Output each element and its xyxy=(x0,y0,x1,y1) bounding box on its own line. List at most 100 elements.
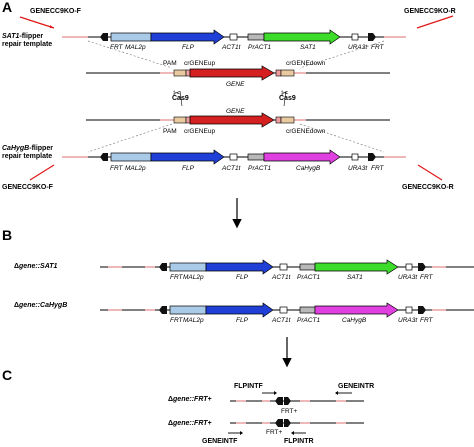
genomic-locus-1 xyxy=(86,65,390,81)
cas9-cut-left: ✂ xyxy=(173,89,183,107)
label-frt: FRT xyxy=(110,44,124,51)
label-pract1: PrACT1 xyxy=(297,317,321,324)
dgene-sat1-locus xyxy=(100,259,474,275)
label-crgenedown-2: crGENEdown xyxy=(286,128,326,135)
label-mal2p: MAL2p xyxy=(125,165,146,172)
ura3t-block xyxy=(405,306,413,314)
scissors-icon: ✂ xyxy=(281,89,289,99)
frt-site xyxy=(368,153,376,161)
act1t-block xyxy=(229,33,238,41)
frt-site xyxy=(100,33,108,41)
primer-label-ko-f-bottom: GENECC9KO-F xyxy=(2,184,54,191)
label-crgeneup-2: crGENEup xyxy=(184,128,215,135)
label-act1t: ACT1t xyxy=(271,274,292,281)
ura3t-block xyxy=(405,263,413,271)
sat1-flipper-construct xyxy=(62,29,406,45)
ura3t-block xyxy=(351,33,359,41)
mal2p-block xyxy=(169,305,207,315)
label-flp: FLP xyxy=(236,274,249,281)
label-flp: FLP xyxy=(182,44,195,51)
gene-arrow xyxy=(189,65,275,81)
frt-site xyxy=(418,263,426,271)
label-cahygb: CaHygB xyxy=(296,165,321,172)
frt-site xyxy=(275,419,283,427)
label-act1t: ACT1t xyxy=(221,44,242,51)
cahygb-arrow xyxy=(314,302,399,318)
primer-genecc9ko-f-top xyxy=(19,16,55,29)
panel-label-c: C xyxy=(2,367,12,383)
dgene-frt-locus-1 xyxy=(230,391,364,405)
primer-label-geneintf: GENEINTF xyxy=(202,438,238,445)
strain-label-b1: Δgene::SAT1 xyxy=(14,263,58,270)
cahygb-template-label: CaHygB-flipper xyxy=(2,145,53,152)
frt-site xyxy=(284,419,291,427)
label-flp: FLP xyxy=(236,317,249,324)
cahygb-flipper-construct xyxy=(62,149,406,165)
act1t-block xyxy=(229,153,238,161)
act1t-block xyxy=(279,263,288,271)
label-crgenedown-1: crGENEdown xyxy=(286,60,326,67)
label-mal2p: MAL2p xyxy=(183,274,204,281)
label-mal2p: MAL2p xyxy=(125,44,146,51)
pract1-block xyxy=(247,153,265,161)
act1t-block xyxy=(279,306,288,314)
label-pam-1: PAM xyxy=(163,60,177,67)
label-frt-plus-2: FRT+ xyxy=(266,429,283,436)
label-frt-right: FRT xyxy=(371,165,385,172)
strain-label-b2: Δgene::CaHygB xyxy=(14,302,67,309)
label-frt-right: FRT xyxy=(371,44,385,51)
primer-genecc9ko-f-bottom xyxy=(29,164,55,181)
dgene-frt-locus-2 xyxy=(228,419,364,435)
cas9-cut-right: ✂ xyxy=(281,89,289,107)
frt-site xyxy=(275,397,283,405)
pract1-block xyxy=(299,263,316,271)
label-gene-2: GENE xyxy=(226,108,245,115)
primer-label-ko-r-bottom: GENECC9KO-R xyxy=(402,184,454,191)
label-cas9-right: Cas9 xyxy=(279,95,296,102)
frt-site xyxy=(159,263,167,271)
label-act1t: ACT1t xyxy=(271,317,292,324)
panel-label-a: A xyxy=(2,0,12,15)
label-frt-plus-1: FRT+ xyxy=(281,408,298,415)
label-frt-right: FRT xyxy=(420,274,434,281)
label-act1t: ACT1t xyxy=(221,165,242,172)
frt-site xyxy=(100,153,108,161)
label-pract1: PrACT1 xyxy=(248,44,272,51)
mal2p-block xyxy=(169,262,207,272)
label-flp: FLP xyxy=(182,165,195,172)
strain-label-c1: Δgene::FRT+ xyxy=(168,396,212,403)
sat1-template-label: SAT1-flipper xyxy=(2,33,43,40)
primer-label-flpintf: FLPINTF xyxy=(234,383,263,390)
label-pract1: PrACT1 xyxy=(248,165,272,172)
label-frt: FRT xyxy=(110,165,124,172)
label-mal2p: MAL2p xyxy=(183,317,204,324)
primer-label-ko-r-top: GENECC9KO-R xyxy=(404,8,456,15)
genomic-locus-2 xyxy=(86,112,390,128)
primer-label-flpintr: FLPINTR xyxy=(284,438,314,445)
label-sat1: SAT1 xyxy=(347,274,363,281)
flp-arrow xyxy=(205,259,274,275)
label-cahygb: CaHygB xyxy=(342,317,367,324)
label-pract1: PrACT1 xyxy=(297,274,321,281)
cahygb-template-label-2: repair template xyxy=(2,153,52,160)
flp-arrow xyxy=(205,302,274,318)
sat1-arrow xyxy=(263,29,341,45)
strain-label-c2: Δgene::FRT+ xyxy=(168,420,212,427)
gene-arrow xyxy=(189,112,275,128)
scissors-icon: ✂ xyxy=(173,89,181,99)
frt-site xyxy=(159,306,167,314)
flp-arrow xyxy=(150,149,225,165)
label-sat1: SAT1 xyxy=(300,44,316,51)
label-crgeneup-1: crGENEup xyxy=(184,60,215,67)
primer-label-geneintr: GENEINTR xyxy=(338,383,374,390)
primer-genecc9ko-r-bottom xyxy=(417,164,443,181)
label-cas9-left: Cas9 xyxy=(172,95,189,102)
cahygb-arrow xyxy=(263,149,341,165)
pract1-block xyxy=(299,306,316,314)
label-frt: FRT xyxy=(170,274,184,281)
frt-site xyxy=(284,397,291,405)
mal2p-block xyxy=(110,32,152,42)
label-ura3t: URA3t xyxy=(348,44,368,51)
primer-genecc9ko-r-top xyxy=(416,15,454,29)
label-pam-2: PAM xyxy=(163,128,177,135)
